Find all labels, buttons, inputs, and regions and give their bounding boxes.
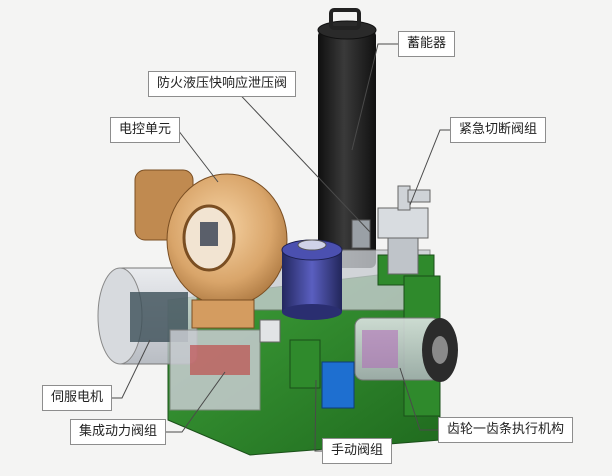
label-accumulator: 蓄能器 — [398, 31, 456, 57]
leader-manual-valve — [314, 379, 322, 452]
label-control-unit: 电控单元 — [110, 117, 181, 143]
label-servo-motor: 伺服电机 — [42, 385, 113, 411]
label-emergency-valve: 紧急切断阀组 — [450, 117, 547, 143]
leader-gear-rack — [399, 367, 438, 431]
label-power-valve: 集成动力阀组 — [70, 419, 167, 445]
label-manual-valve: 手动阀组 — [322, 438, 393, 464]
leader-emergency-valve — [409, 129, 450, 206]
label-gear-rack: 齿轮一齿条执行机构 — [438, 417, 574, 443]
gear-rack-part — [354, 317, 458, 382]
servo-motor-part — [97, 267, 261, 411]
leader-lines — [110, 43, 450, 452]
manual-valve-part — [259, 319, 355, 409]
leader-fireproof-valve — [229, 83, 371, 233]
label-fireproof-valve: 防火液压快响应泄压阀 — [148, 71, 297, 97]
leader-accumulator — [351, 43, 398, 151]
blue-motor-part — [281, 239, 343, 320]
accumulator-part — [317, 8, 377, 268]
control-unit-part — [134, 169, 288, 329]
leader-servo-motor — [110, 339, 151, 399]
leader-control-unit — [177, 129, 219, 183]
